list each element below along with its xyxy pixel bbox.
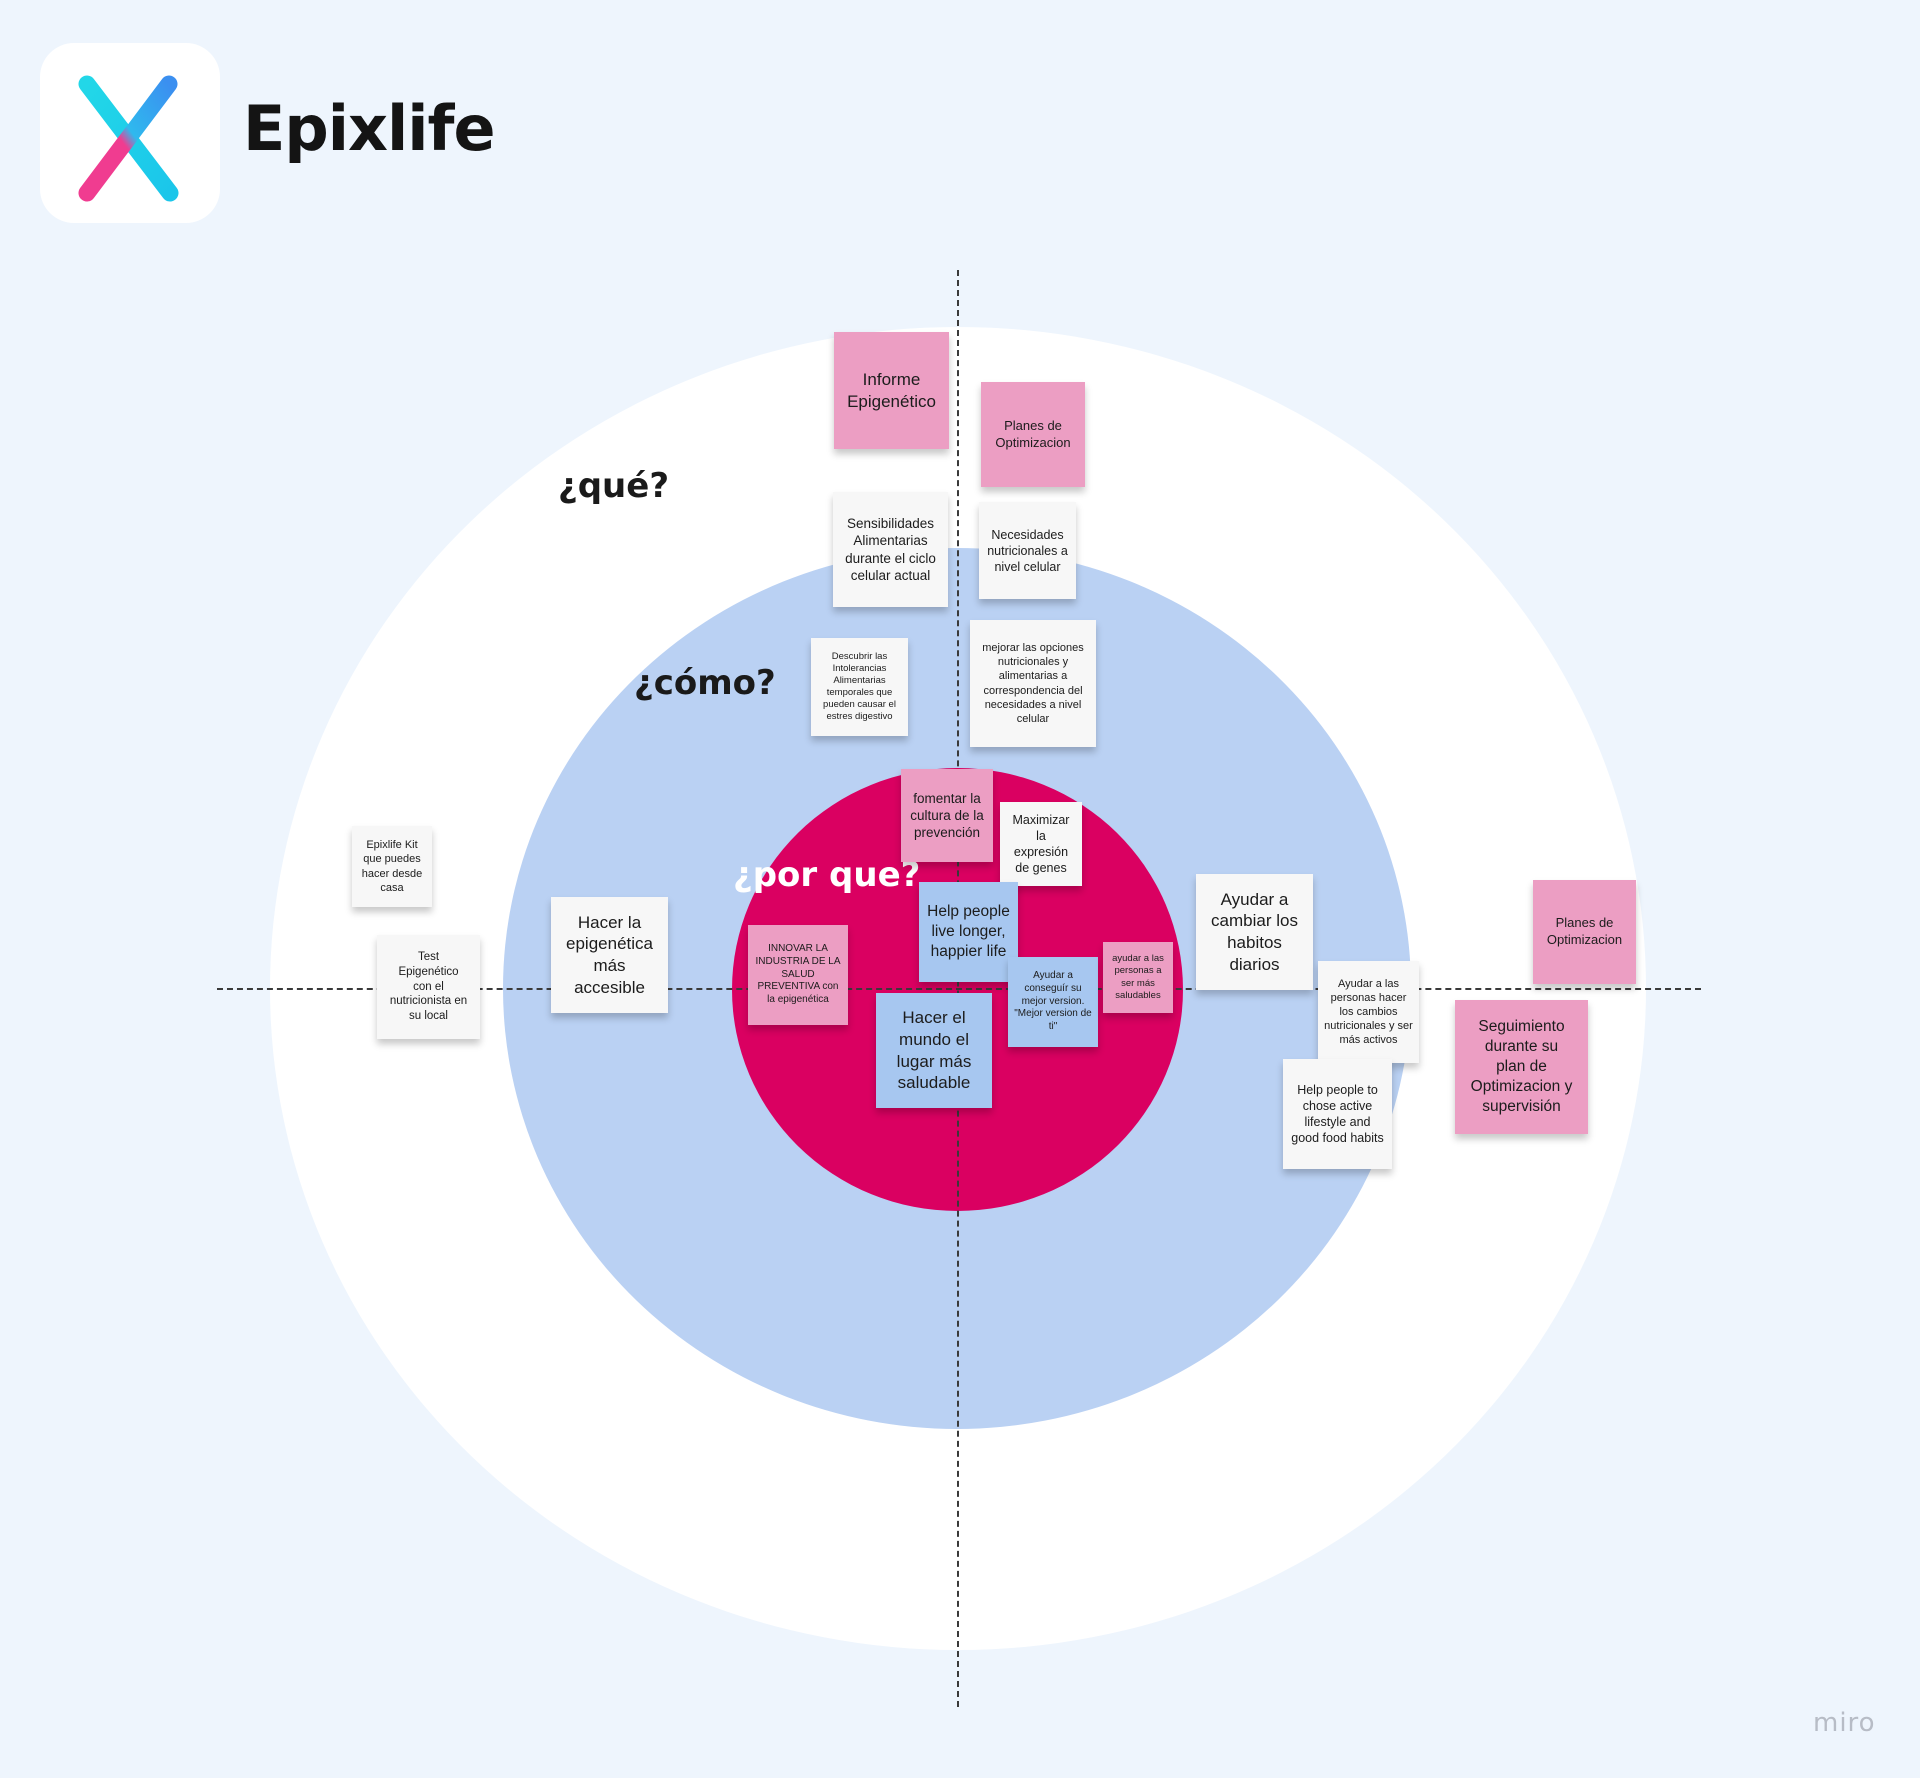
sticky-note-help-chose-lifestyle[interactable]: Help people to chose active lifestyle an… bbox=[1283, 1059, 1392, 1169]
sticky-note-ayudar-personas-saludables[interactable]: ayudar a las personas a ser más saludabl… bbox=[1103, 942, 1173, 1013]
sticky-note-maximizar-expresion[interactable]: Maximizar la expresión de genes bbox=[1000, 802, 1082, 886]
epixlife-x-logo-icon bbox=[78, 75, 179, 202]
sticky-note-hacer-epigenetica-accesible[interactable]: Hacer la epigenética más accesible bbox=[551, 897, 668, 1013]
sticky-note-ayudar-cambiar-habitos[interactable]: Ayudar a cambiar los habitos diarios bbox=[1196, 874, 1313, 990]
brand-name: Epixlife bbox=[243, 92, 496, 165]
sticky-note-epixlife-kit[interactable]: Epixlife Kit que puedes hacer desde casa bbox=[352, 826, 432, 907]
sticky-note-sensibilidades[interactable]: Sensibilidades Alimentarias durante el c… bbox=[833, 492, 948, 607]
sticky-note-necesidades[interactable]: Necesidades nutricionales a nivel celula… bbox=[979, 502, 1076, 599]
sticky-note-fomentar-cultura[interactable]: fomentar la cultura de la prevención bbox=[901, 769, 993, 862]
sticky-note-seguimiento[interactable]: Seguimiento durante su plan de Optimizac… bbox=[1455, 1000, 1588, 1134]
sticky-note-planes-optimizacion-right[interactable]: Planes de Optimizacion bbox=[1533, 880, 1636, 984]
horizontal-axis-line bbox=[217, 988, 1701, 990]
ring-label-por-que: ¿por que? bbox=[733, 855, 921, 895]
sticky-note-ayudar-cambios-nutricionales[interactable]: Ayudar a las personas hacer los cambios … bbox=[1318, 961, 1419, 1063]
sticky-note-innovar-industria[interactable]: INNOVAR LA INDUSTRIA DE LA SALUD PREVENT… bbox=[748, 925, 848, 1025]
sticky-note-mejorar-opciones[interactable]: mejorar las opciones nutricionales y ali… bbox=[970, 620, 1096, 747]
sticky-note-planes-optimizacion-top[interactable]: Planes de Optimizacion bbox=[981, 382, 1085, 487]
sticky-note-informe-epigenetico[interactable]: Informe Epigenético bbox=[834, 332, 949, 449]
sticky-note-test-epigenetico[interactable]: Test Epigenético con el nutricionista en… bbox=[377, 935, 480, 1039]
ring-label-como: ¿cómo? bbox=[634, 663, 776, 703]
sticky-note-help-people-live-longer[interactable]: Help people live longer, happier life bbox=[919, 882, 1018, 982]
miro-watermark: miro bbox=[1813, 1708, 1876, 1738]
app-logo-tile bbox=[40, 43, 220, 223]
ring-label-que: ¿qué? bbox=[558, 466, 670, 506]
sticky-note-descubrir-intolerancias[interactable]: Descubrir las Intolerancias Alimentarias… bbox=[811, 638, 908, 736]
sticky-note-hacer-mundo-saludable[interactable]: Hacer el mundo el lugar más saludable bbox=[876, 993, 992, 1108]
sticky-note-ayudar-conseguir[interactable]: Ayudar a conseguír su mejor version. "Me… bbox=[1008, 957, 1098, 1047]
